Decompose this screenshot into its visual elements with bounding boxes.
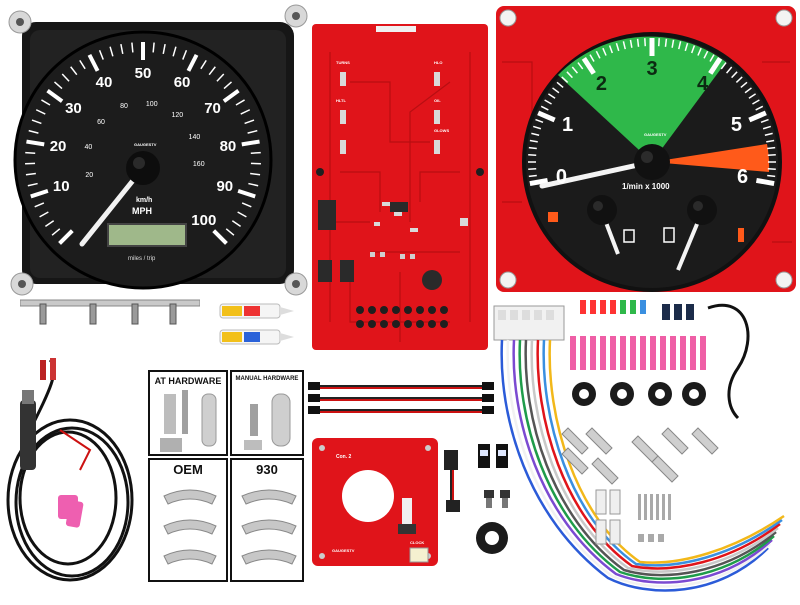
930-hardware-box: 930 <box>230 458 304 582</box>
tachometer-tick <box>767 148 775 149</box>
pcb-label-oil: OIL <box>434 98 441 103</box>
speedometer-mph-label: 60 <box>162 74 202 91</box>
speed-sensor-cable <box>0 350 140 600</box>
tachometer-tick <box>767 175 775 176</box>
main-wire-harness <box>488 298 800 600</box>
oem-title: OEM <box>150 462 226 477</box>
speedometer-mph-label: 40 <box>84 74 124 91</box>
speedometer-kmh-label: 80 <box>112 103 136 110</box>
pcb-label-glows: GLOWS <box>434 128 449 133</box>
speedometer-logo: GAUGESTV <box>134 142 156 147</box>
at-hardware-box: AT HARDWARE <box>148 370 228 456</box>
clock-pcb-logo: GAUGESTV <box>332 548 354 553</box>
tachometer-tick <box>529 175 537 176</box>
tachometer-tick <box>529 148 537 149</box>
speedometer-kmh-label: 140 <box>182 134 206 141</box>
tachometer-label: 3 <box>637 58 667 81</box>
930-title: 930 <box>232 462 302 477</box>
adhesive-tubes <box>218 302 298 352</box>
mounting-screws <box>20 294 200 334</box>
speedometer-kmh-label: 120 <box>165 112 189 119</box>
tachometer-label: 0 <box>546 166 576 189</box>
at-hardware-title: AT HARDWARE <box>150 376 226 386</box>
speedometer-mph-label: 10 <box>41 178 81 195</box>
pcb-label-turns: TURNS <box>336 60 350 65</box>
speedometer-kmh-label: 40 <box>76 144 100 151</box>
clock-pcb-label-con: Con. 2 <box>336 454 351 460</box>
clock-pcb-label-clock: CLOCK <box>410 540 424 545</box>
tachometer-unit-label: 1/min x 1000 <box>622 182 670 191</box>
tachometer-logo: GAUGESTV <box>644 132 666 137</box>
speedometer-mph-label: 50 <box>123 65 163 82</box>
speedometer-mph-label: 100 <box>184 212 224 229</box>
tachometer-tick <box>756 180 774 183</box>
clock-circuit-board: Con. 2 CLOCK GAUGESTV <box>310 436 440 568</box>
tachometer-label: 4 <box>688 73 718 96</box>
tachometer-graphic <box>492 2 800 298</box>
speedometer-mph-label: 70 <box>193 100 233 117</box>
speedometer-unit-kmh: km/h <box>136 197 152 204</box>
speedometer-tick <box>25 153 35 154</box>
oem-hardware-box: OEM <box>148 458 228 582</box>
speedometer-unit-mph: MPH <box>132 206 152 216</box>
speedometer-tick <box>132 43 133 53</box>
tachometer-tick <box>665 39 666 47</box>
pcb-label-hltl: HLTL <box>336 98 346 103</box>
manual-hardware-title: MANUAL HARDWARE <box>232 376 302 382</box>
speedometer-kmh-label: 60 <box>89 119 113 126</box>
speedometer-mph-label: 80 <box>208 138 248 155</box>
main-circuit-board: TURNS HLO HLTL OIL GLOWS <box>310 22 490 352</box>
odometer-caption: miles / trip <box>128 256 155 262</box>
tachometer-tick <box>638 39 639 47</box>
speedometer-mph-label: 90 <box>205 178 245 195</box>
manual-hardware-box: MANUAL HARDWARE <box>230 370 304 456</box>
short-wire-harnesses <box>306 378 496 418</box>
speedometer-tick <box>153 43 154 53</box>
tachometer-label: 1 <box>553 114 583 137</box>
tachometer-label: 2 <box>586 73 616 96</box>
tachometer-label: 6 <box>728 166 758 189</box>
speedometer-tick <box>251 153 261 154</box>
speedometer-kmh-label: 20 <box>77 172 101 179</box>
speedometer-kmh-label: 160 <box>187 161 211 168</box>
tachometer-label: 5 <box>721 114 751 137</box>
speedometer-mph-label: 20 <box>38 138 78 155</box>
pcb-label-hlo: HLO <box>434 60 442 65</box>
speedometer-kmh-label: 100 <box>140 101 164 108</box>
speedometer-mph-label: 30 <box>53 100 93 117</box>
